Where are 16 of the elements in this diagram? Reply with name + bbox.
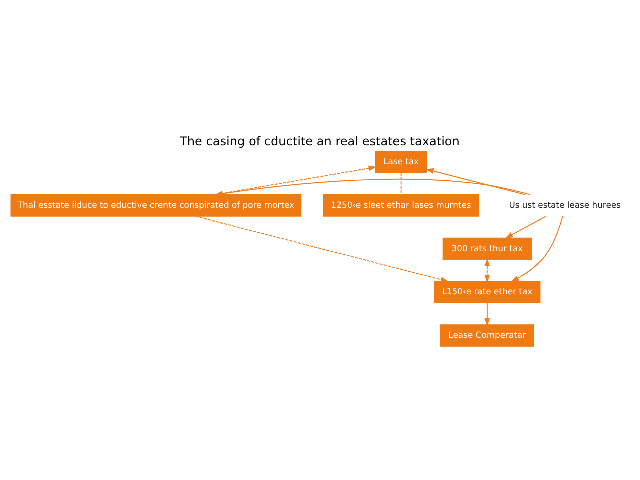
node-box: Lase tax: [375, 151, 428, 174]
arrow: [505, 216, 547, 239]
node-box: L150‹e rate ether tax: [434, 281, 541, 304]
node-box: 300 rats thur tax: [442, 238, 532, 260]
diagram-title: The casing of cductite an real estates taxation: [180, 134, 460, 148]
node-box: Thal esstate iiduce to eductive crente conspirated of pore mortex: [10, 194, 302, 217]
node-box: 1250‹e sleet ethar lases murntes: [323, 194, 480, 217]
arrow: [215, 179, 531, 197]
node-box: Lease Comperatar: [440, 324, 534, 347]
arrow: [484, 302, 490, 326]
arrow: [484, 258, 490, 283]
node-text: Us ust estate lease hurees: [509, 200, 621, 210]
arrow: [196, 216, 449, 283]
arrow: [426, 168, 526, 196]
arrow: [511, 216, 564, 282]
connector: [400, 172, 402, 196]
